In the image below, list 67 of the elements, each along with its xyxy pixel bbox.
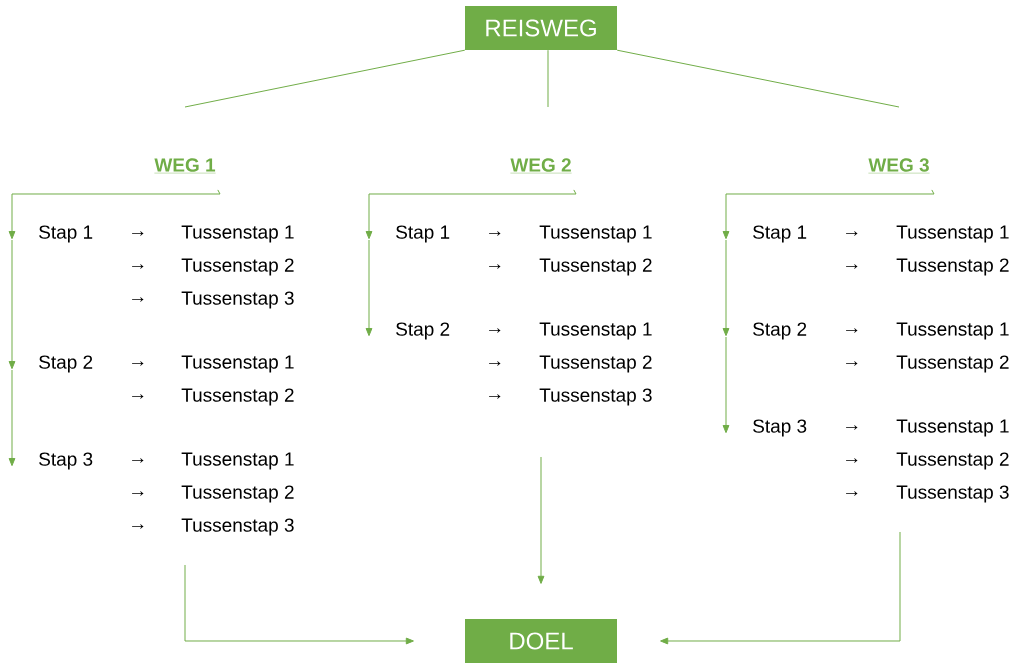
substep-label: Tussenstap 1: [896, 225, 1009, 243]
arrow-symbol: →: [846, 328, 858, 333]
connector-line: [547, 49, 549, 108]
arrow-symbol: →: [489, 394, 501, 399]
arrow: [184, 564, 414, 645]
step-label: Stap 1: [753, 225, 807, 243]
route-heading: WEG 2: [510, 158, 572, 174]
arrow-symbol: →: [132, 458, 144, 463]
substep-label: Tussenstap 1: [539, 322, 652, 340]
step-label: Stap 2: [396, 322, 450, 340]
step-label: Stap 1: [39, 225, 93, 243]
step-label: Stap 2: [753, 322, 807, 340]
substep-label: Tussenstap 1: [181, 452, 294, 470]
title-box: REISWEG: [465, 6, 617, 50]
goal-box: DOEL: [465, 619, 617, 663]
arrow-symbol: →: [846, 491, 858, 496]
arrow: [365, 239, 373, 337]
connector-line: [616, 49, 900, 108]
substep-label: Tussenstap 1: [896, 322, 1009, 340]
arrow: [365, 189, 577, 240]
arrow-symbol: →: [846, 264, 858, 269]
substep-label: Tussenstap 2: [896, 355, 1009, 373]
arrow-symbol: →: [846, 425, 858, 430]
substep-label: Tussenstap 2: [181, 388, 294, 406]
arrow: [8, 239, 16, 370]
arrow: [660, 531, 901, 645]
arrow-symbol: →: [489, 264, 501, 269]
arrow-symbol: →: [132, 297, 144, 302]
arrow-symbol: →: [132, 264, 144, 269]
arrow-symbol: →: [489, 361, 501, 366]
substep-label: Tussenstap 2: [181, 258, 294, 276]
arrow: [722, 336, 730, 434]
substep-label: Tussenstap 1: [896, 419, 1009, 437]
arrow-symbol: →: [132, 231, 144, 236]
substep-label: Tussenstap 1: [181, 225, 294, 243]
arrow-symbol: →: [132, 491, 144, 496]
substep-label: Tussenstap 2: [896, 452, 1009, 470]
substep-label: Tussenstap 2: [539, 355, 652, 373]
arrow-symbol: →: [846, 361, 858, 366]
connector-line: [184, 49, 466, 108]
step-label: Stap 3: [753, 419, 807, 437]
arrow: [8, 369, 16, 467]
substep-label: Tussenstap 2: [181, 485, 294, 503]
arrow: [722, 239, 730, 337]
route-heading: WEG 1: [154, 158, 216, 174]
arrow: [537, 456, 545, 584]
substep-label: Tussenstap 1: [539, 225, 652, 243]
step-label: Stap 2: [39, 355, 93, 373]
arrow-symbol: →: [132, 394, 144, 399]
arrow: [8, 189, 221, 240]
substep-label: Tussenstap 3: [181, 291, 294, 309]
arrow-symbol: →: [489, 328, 501, 333]
substep-label: Tussenstap 3: [896, 485, 1009, 503]
arrow-symbol: →: [132, 524, 144, 529]
route-heading: WEG 3: [868, 158, 930, 174]
arrow-symbol: →: [132, 361, 144, 366]
substep-label: Tussenstap 2: [539, 258, 652, 276]
arrow-symbol: →: [489, 231, 501, 236]
substep-label: Tussenstap 3: [181, 518, 294, 536]
arrow-symbol: →: [846, 458, 858, 463]
arrow-symbol: →: [846, 231, 858, 236]
step-label: Stap 3: [39, 452, 93, 470]
step-label: Stap 1: [396, 225, 450, 243]
substep-label: Tussenstap 2: [896, 258, 1009, 276]
substep-label: Tussenstap 1: [181, 355, 294, 373]
substep-label: Tussenstap 3: [539, 388, 652, 406]
arrow: [722, 189, 935, 240]
